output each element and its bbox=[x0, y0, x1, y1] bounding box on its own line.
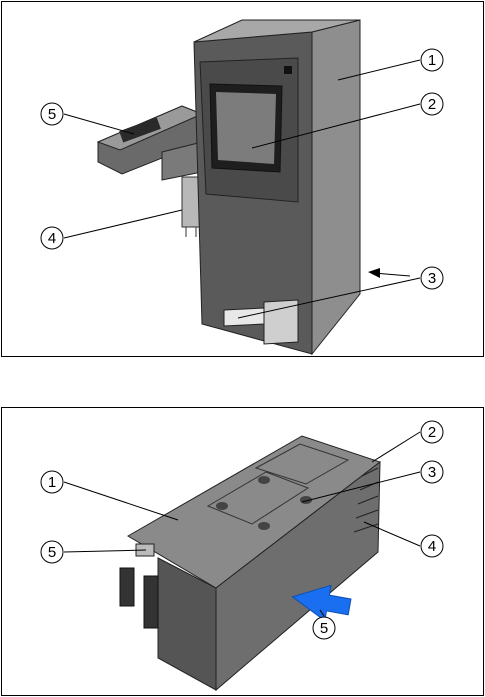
svg-text:1: 1 bbox=[48, 474, 56, 491]
svg-text:2: 2 bbox=[428, 424, 436, 441]
callout-5-left: 5 bbox=[41, 541, 63, 563]
svg-text:3: 3 bbox=[428, 270, 436, 287]
svg-text:3: 3 bbox=[428, 464, 436, 481]
mounting-bracket bbox=[182, 177, 200, 237]
drawer-tray bbox=[98, 106, 202, 180]
callout-3: 3 bbox=[421, 461, 443, 483]
callout-4: 4 bbox=[41, 227, 63, 249]
callout-5-arrow: 5 bbox=[313, 617, 335, 639]
top-figure-drawing: 1 2 3 4 5 bbox=[2, 2, 485, 358]
callout-2: 2 bbox=[421, 421, 443, 443]
svg-text:5: 5 bbox=[48, 544, 56, 561]
svg-text:5: 5 bbox=[48, 106, 56, 123]
cabinet bbox=[194, 20, 360, 354]
top-figure-panel: 1 2 3 4 5 bbox=[1, 1, 484, 357]
svg-text:4: 4 bbox=[428, 538, 436, 555]
callout-1: 1 bbox=[41, 471, 63, 493]
bottom-figure-panel: 1 2 3 4 5 5 bbox=[1, 407, 484, 696]
callout-1: 1 bbox=[421, 49, 443, 71]
callout-4: 4 bbox=[421, 535, 443, 557]
callout-3: 3 bbox=[421, 267, 443, 289]
callout-5: 5 bbox=[41, 103, 63, 125]
callout-2: 2 bbox=[421, 93, 443, 115]
svg-text:4: 4 bbox=[48, 230, 56, 247]
bottom-figure-drawing: 1 2 3 4 5 5 bbox=[2, 408, 485, 697]
svg-text:1: 1 bbox=[428, 52, 436, 69]
module-box bbox=[120, 436, 380, 690]
svg-text:5: 5 bbox=[320, 620, 328, 637]
svg-text:2: 2 bbox=[428, 96, 436, 113]
